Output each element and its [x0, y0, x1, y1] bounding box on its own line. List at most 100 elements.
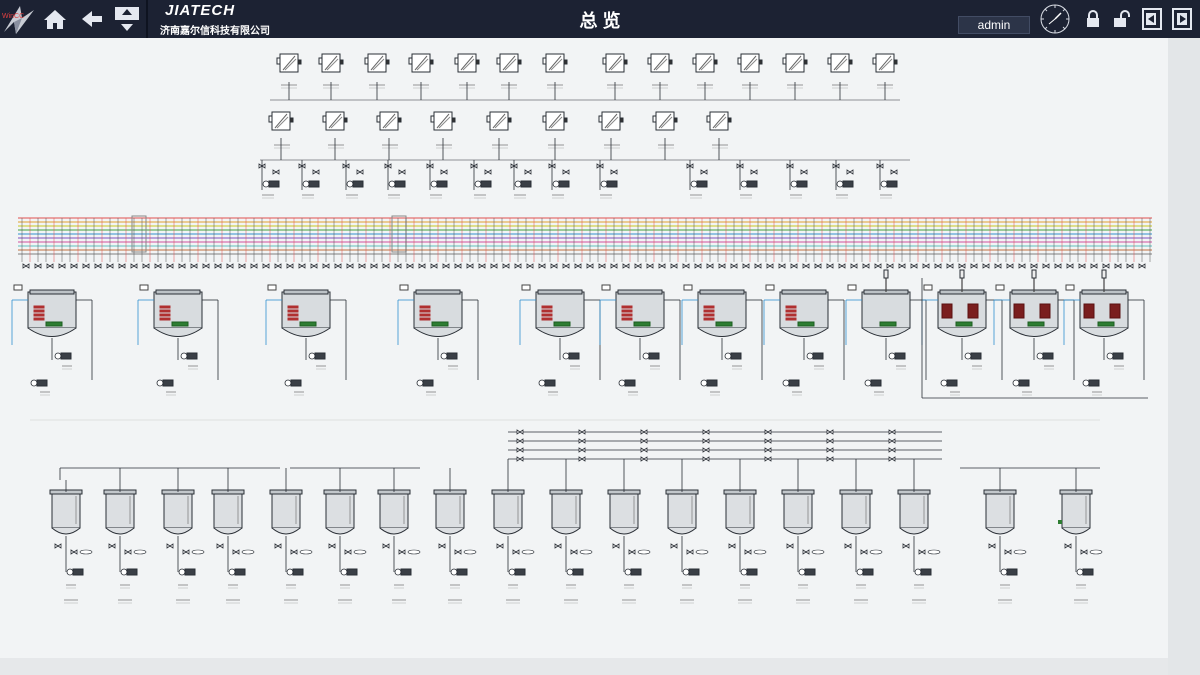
pump-icon[interactable]: [790, 180, 798, 188]
pump-icon[interactable]: [156, 379, 164, 387]
lock-icon[interactable]: [1083, 9, 1103, 29]
pump-icon[interactable]: [440, 352, 448, 360]
pump-icon[interactable]: [1000, 568, 1008, 576]
valve-icon[interactable]: [1030, 263, 1038, 269]
valve-icon[interactable]: [514, 263, 522, 269]
valve-icon[interactable]: [1054, 263, 1062, 269]
valve-icon[interactable]: [988, 543, 996, 549]
pump-icon[interactable]: [700, 379, 708, 387]
pump-icon[interactable]: [566, 568, 574, 576]
pump-icon[interactable]: [416, 379, 424, 387]
valve-icon[interactable]: [490, 263, 498, 269]
valve-icon[interactable]: [1018, 263, 1026, 269]
valve-icon[interactable]: [538, 263, 546, 269]
valve-icon[interactable]: [826, 263, 834, 269]
valve-icon[interactable]: [1114, 263, 1122, 269]
valve-icon[interactable]: [922, 263, 930, 269]
valve-icon[interactable]: [890, 169, 898, 175]
valve-icon[interactable]: [1138, 263, 1146, 269]
valve-icon[interactable]: [454, 263, 462, 269]
valve-icon[interactable]: [640, 447, 648, 453]
valve-icon[interactable]: [640, 429, 648, 435]
valve-icon[interactable]: [70, 263, 78, 269]
pump-icon[interactable]: [286, 568, 294, 576]
valve-icon[interactable]: [874, 263, 882, 269]
valve-icon[interactable]: [334, 263, 342, 269]
pump-icon[interactable]: [856, 568, 864, 576]
pump-icon[interactable]: [740, 568, 748, 576]
valve-icon[interactable]: [418, 263, 426, 269]
valve-icon[interactable]: [58, 263, 66, 269]
valve-icon[interactable]: [694, 263, 702, 269]
outlet-tag[interactable]: [241, 549, 255, 555]
valve-icon[interactable]: [124, 549, 132, 555]
valve-icon[interactable]: [370, 263, 378, 269]
receiver-tank[interactable]: [325, 491, 355, 529]
pump-icon[interactable]: [682, 568, 690, 576]
valve-icon[interactable]: [730, 263, 738, 269]
pump-icon[interactable]: [964, 352, 972, 360]
valve-icon[interactable]: [766, 263, 774, 269]
pump-icon[interactable]: [388, 180, 396, 188]
valve-icon[interactable]: [700, 169, 708, 175]
valve-icon[interactable]: [578, 438, 586, 444]
valve-icon[interactable]: [166, 263, 174, 269]
outlet-tag[interactable]: [521, 549, 535, 555]
valve-icon[interactable]: [610, 169, 618, 175]
valve-icon[interactable]: [706, 263, 714, 269]
valve-icon[interactable]: [610, 263, 618, 269]
valve-icon[interactable]: [814, 263, 822, 269]
outlet-tag[interactable]: [353, 549, 367, 555]
pump-icon[interactable]: [880, 180, 888, 188]
valve-icon[interactable]: [82, 263, 90, 269]
valve-icon[interactable]: [934, 263, 942, 269]
valve-icon[interactable]: [670, 543, 678, 549]
valve-icon[interactable]: [356, 169, 364, 175]
pump-icon[interactable]: [1076, 568, 1084, 576]
valve-icon[interactable]: [802, 263, 810, 269]
instrument-tag[interactable]: [847, 284, 857, 291]
pump-icon[interactable]: [724, 352, 732, 360]
receiver-tank[interactable]: [493, 491, 523, 529]
pump-icon[interactable]: [180, 352, 188, 360]
pump-icon[interactable]: [940, 379, 948, 387]
pump-icon[interactable]: [450, 568, 458, 576]
instrument-tag[interactable]: [13, 284, 23, 291]
outlet-tag[interactable]: [1089, 549, 1103, 555]
pump-icon[interactable]: [1012, 379, 1020, 387]
receiver-tank[interactable]: [551, 491, 581, 529]
valve-icon[interactable]: [442, 263, 450, 269]
valve-icon[interactable]: [382, 263, 390, 269]
valve-icon[interactable]: [702, 447, 710, 453]
valve-icon[interactable]: [764, 456, 772, 462]
valve-icon[interactable]: [262, 263, 270, 269]
valve-icon[interactable]: [214, 263, 222, 269]
valve-icon[interactable]: [1006, 263, 1014, 269]
agitator-motor[interactable]: [959, 269, 965, 279]
valve-icon[interactable]: [298, 263, 306, 269]
valve-icon[interactable]: [860, 549, 868, 555]
agitator-motor[interactable]: [883, 269, 889, 279]
outlet-tag[interactable]: [869, 549, 883, 555]
pump-icon[interactable]: [538, 379, 546, 387]
pump-icon[interactable]: [690, 180, 698, 188]
valve-icon[interactable]: [502, 263, 510, 269]
valve-icon[interactable]: [578, 429, 586, 435]
valve-icon[interactable]: [850, 263, 858, 269]
pump-icon[interactable]: [782, 379, 790, 387]
valve-icon[interactable]: [1042, 263, 1050, 269]
valve-icon[interactable]: [910, 263, 918, 269]
instrument-tag[interactable]: [139, 284, 149, 291]
valve-icon[interactable]: [516, 447, 524, 453]
pump-icon[interactable]: [346, 180, 354, 188]
outlet-tag[interactable]: [927, 549, 941, 555]
valve-icon[interactable]: [286, 263, 294, 269]
valve-icon[interactable]: [640, 438, 648, 444]
valve-icon[interactable]: [764, 447, 772, 453]
valve-icon[interactable]: [578, 447, 586, 453]
valve-icon[interactable]: [346, 263, 354, 269]
pump-icon[interactable]: [430, 180, 438, 188]
valve-icon[interactable]: [918, 549, 926, 555]
outlet-tag[interactable]: [637, 549, 651, 555]
valve-icon[interactable]: [70, 549, 78, 555]
